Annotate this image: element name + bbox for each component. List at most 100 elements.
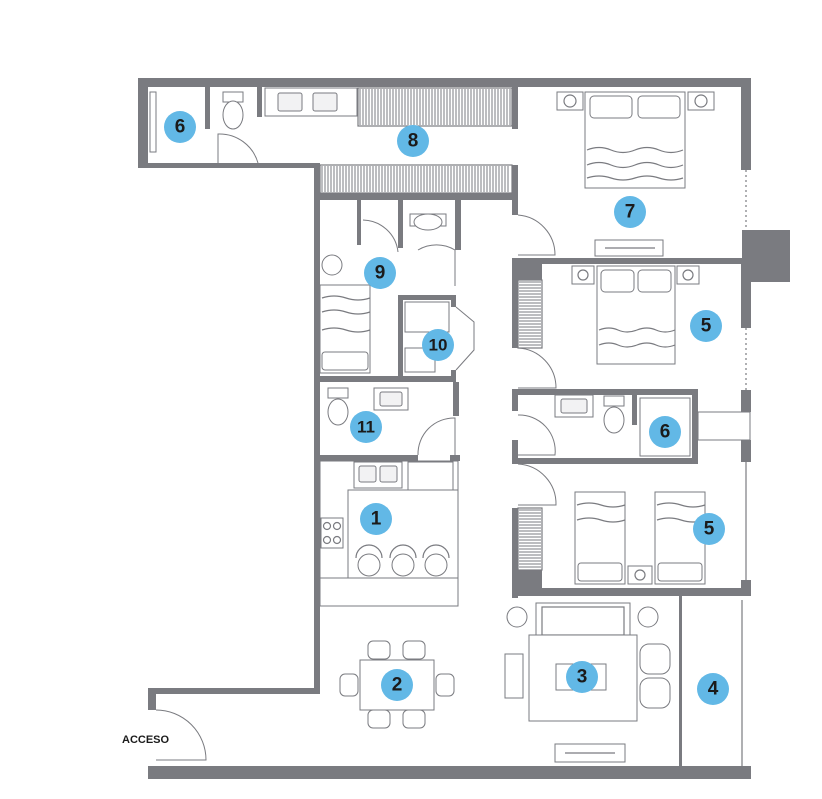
wall-bottom (157, 766, 751, 779)
sofa (535, 602, 631, 640)
toilet-bowl (222, 100, 244, 130)
room-marker: 4 (697, 673, 729, 705)
console (504, 653, 524, 699)
pillow-9 (321, 351, 369, 371)
nightstand-5a-1 (571, 265, 595, 285)
wall-bath9-right (455, 200, 461, 250)
wall-laundry-right2 (451, 370, 456, 380)
dining-chairs (339, 640, 455, 729)
room-marker: 6 (649, 416, 681, 448)
room-marker: 5 (693, 513, 725, 545)
entrance-label: ACCESO (122, 734, 170, 746)
closet-bed5a (519, 281, 541, 346)
stove (320, 517, 344, 549)
wall-corridor-right (512, 87, 518, 129)
wall-laundry-top (398, 295, 456, 300)
wall-bath11-right (453, 382, 459, 416)
sink-9 (321, 254, 343, 276)
room-marker-label: 6 (660, 422, 671, 443)
wall-laundry-left (398, 295, 403, 380)
wall-corridor-right2 (512, 165, 518, 215)
room-marker: 8 (397, 125, 429, 157)
sink-left (277, 92, 303, 112)
pillow-5a-1 (600, 269, 635, 293)
room-marker-label: 3 (577, 667, 588, 688)
room-marker-label: 2 (392, 675, 403, 696)
room-marker-label: 9 (375, 263, 386, 284)
wall-acceso-top (148, 688, 320, 694)
wall-bath6b-divider (632, 395, 637, 425)
wall-bath6b-top (512, 389, 697, 395)
wall-wc-divider (257, 87, 262, 117)
room-marker: 11 (350, 411, 382, 443)
room-marker-label: 11 (357, 418, 375, 437)
wall-bed9-bottom (320, 376, 456, 382)
closet-corridor-top (359, 89, 511, 125)
wall-column (742, 230, 790, 282)
closet-bed5b (519, 509, 541, 568)
wall-laundry-right (451, 295, 456, 307)
room-markers: 6 8 7 9 5 10 11 6 1 5 3 2 4 (164, 111, 729, 705)
armchair-1 (639, 643, 671, 675)
nightstand-2 (687, 91, 715, 111)
wall-bath9-inner (398, 200, 403, 248)
wall-bath6b-bottom (512, 458, 697, 464)
toilet-11-bowl (327, 398, 349, 426)
nightstand-5b (627, 565, 653, 585)
furniture (149, 87, 715, 763)
breakfast-bar (319, 577, 459, 607)
toilet-6b-tank (603, 395, 625, 407)
wall-bath6b-left (512, 389, 518, 411)
room-marker: 3 (566, 661, 598, 693)
room-marker-label: 4 (708, 679, 719, 700)
pillow-1 (589, 95, 633, 119)
room-marker: 5 (690, 310, 722, 342)
wall-bed5b-left (512, 508, 518, 598)
wall-bottom-left (148, 766, 158, 779)
wall-corridor-bottom (206, 163, 320, 168)
room-marker: 9 (364, 257, 396, 289)
wall-right-mid2 (741, 440, 751, 462)
toilet-9-bowl (413, 213, 443, 231)
laundry-sink (404, 301, 450, 333)
wall-bed5a-left (512, 258, 518, 348)
wall-bath6b-right (692, 389, 698, 464)
toilet-6b-bowl (603, 406, 625, 434)
room-marker-label: 10 (429, 336, 448, 355)
shower-tray (149, 91, 157, 153)
wall-right-upper (741, 78, 751, 170)
room-marker-label: 5 (704, 519, 715, 540)
room-marker-label: 6 (175, 117, 186, 138)
wall-bed5a-closet-block (512, 258, 542, 280)
bar-stools (355, 544, 450, 577)
sink-right (312, 92, 338, 112)
side-table-2 (637, 606, 659, 628)
wall-bed5b-bottom (512, 588, 751, 596)
pillow-5b-1 (577, 562, 623, 582)
closet-corridor-bottom (321, 166, 509, 192)
wall-bath6-divider (205, 87, 210, 129)
wall-bed5b-closet-block (512, 570, 542, 596)
room-marker-label: 7 (625, 202, 636, 223)
room-marker-label: 1 (371, 509, 382, 530)
window-bay (697, 411, 751, 441)
room-marker: 1 (360, 503, 392, 535)
pillow-5a-2 (637, 269, 672, 293)
toilet-11-tank (327, 387, 349, 399)
wall-left-living (314, 165, 320, 693)
room-marker: 7 (614, 196, 646, 228)
wall-bed5a-top (512, 258, 741, 264)
wall-bath9-shower (357, 200, 361, 245)
room-marker: 6 (164, 111, 196, 143)
wall-bath11-bottom (320, 455, 418, 461)
room-marker: 10 (422, 329, 454, 361)
pillow-2 (637, 95, 681, 119)
nightstand-1 (556, 91, 584, 111)
wall-top (148, 78, 751, 87)
pillow-5b-2 (657, 562, 703, 582)
room-marker-label: 8 (408, 131, 419, 152)
wall-bath11-bottom2 (450, 455, 460, 461)
doors (155, 133, 557, 761)
wall-right-mid (741, 390, 751, 412)
